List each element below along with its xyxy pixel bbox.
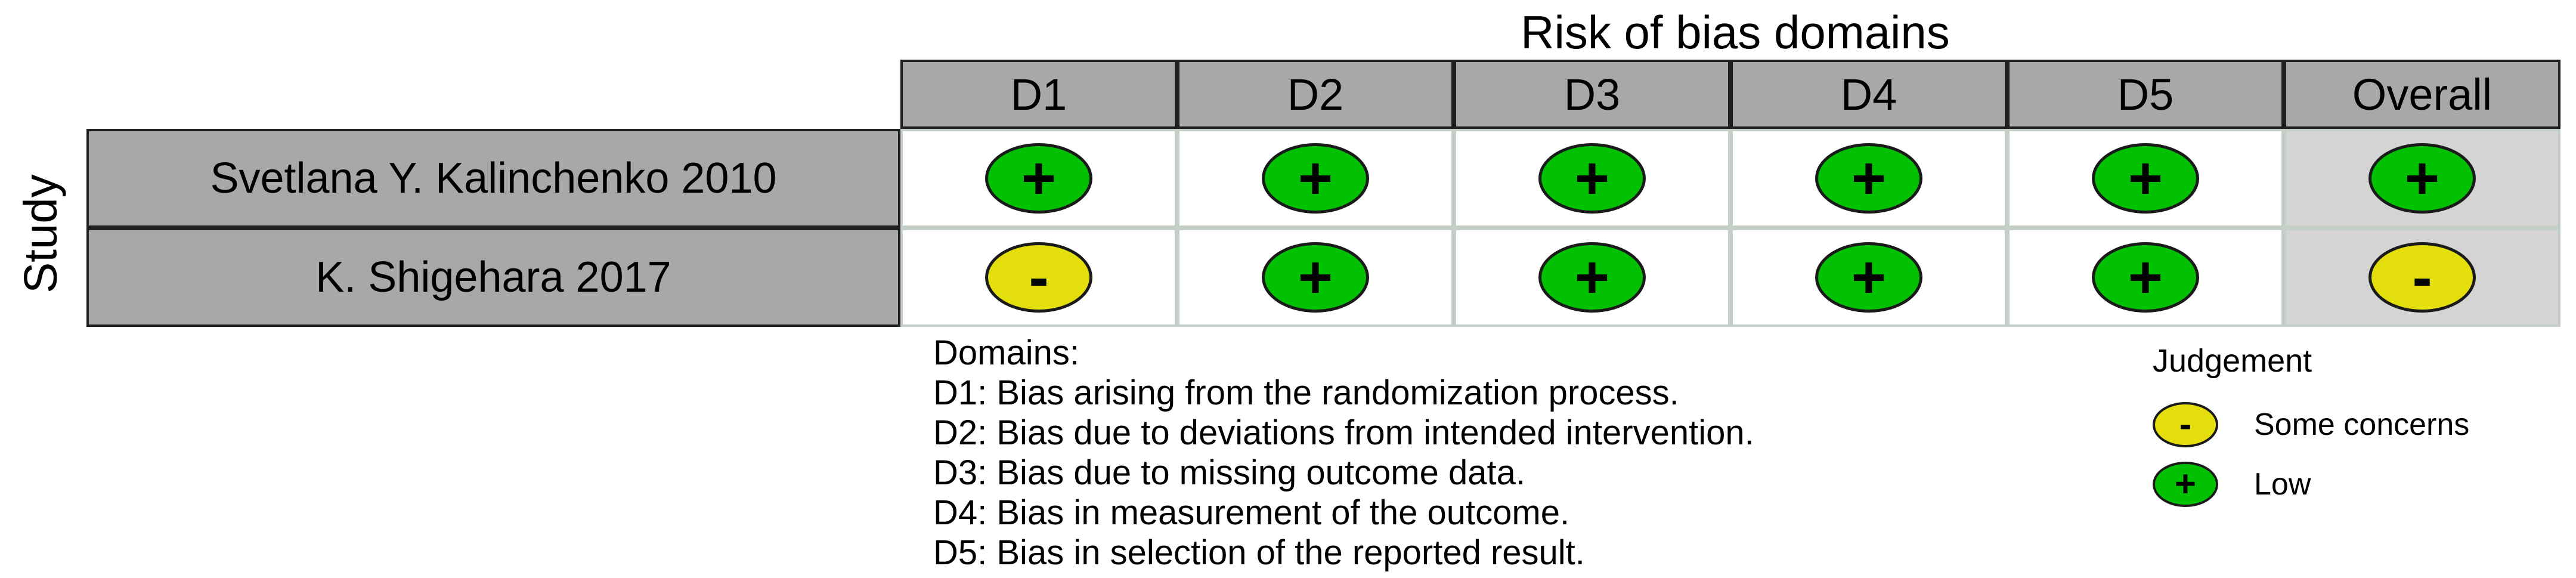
judgement-cell [900, 228, 1177, 327]
column-header-d4: D4 [1730, 60, 2007, 129]
chart-title: Risk of bias domains [1521, 6, 1950, 58]
legend-dot-some: - [2153, 402, 2218, 447]
judgement-dot-low: + [2092, 143, 2199, 214]
judgement-legend-item: - Some concerns [2153, 402, 2469, 447]
study-axis-text: Study [14, 174, 67, 293]
judgement-cell [1177, 129, 1454, 228]
judgement-dot-low: + [1538, 143, 1646, 214]
judgement-dot-some: - [985, 242, 1092, 313]
domain-legend-item: D5: Bias in selection of the reported re… [933, 533, 1585, 572]
domain-legend-item: D4: Bias in measurement of the outcome. [933, 493, 1570, 532]
judgement-dot-low: + [1815, 143, 1922, 214]
domains-legend-title: Domains: [933, 333, 1079, 372]
judgement-cell [1730, 129, 2007, 228]
judgement-dot-low: + [1262, 242, 1369, 313]
judgement-cell [900, 129, 1177, 228]
domain-legend-item: D2: Bias due to deviations from intended… [933, 413, 1754, 452]
study-axis-label: Study [11, 132, 70, 335]
domains-legend: Domains: D1: Bias arising from the rando… [933, 333, 1754, 573]
domain-legend-item: D3: Bias due to missing outcome data. [933, 453, 1525, 492]
judgement-dot-some: - [2368, 242, 2476, 313]
judgement-dot-low: + [985, 143, 1092, 214]
judgement-legend-item: + Low [2153, 462, 2311, 507]
judgement-legend-title: Judgement [2153, 343, 2312, 379]
column-header-d5: D5 [2007, 60, 2284, 129]
column-header-d1: D1 [900, 60, 1177, 129]
judgement-dot-low: + [2092, 242, 2199, 313]
judgement-cell [1177, 228, 1454, 327]
judgement-cell [2007, 228, 2284, 327]
judgement-cell [1454, 129, 1730, 228]
domain-legend-item: D1: Bias arising from the randomization … [933, 373, 1679, 412]
judgement-dot-low: + [2368, 143, 2476, 214]
judgement-cell [1730, 228, 2007, 327]
judgement-cell [2007, 129, 2284, 228]
judgement-legend: Judgement - Some concerns + Low [2153, 342, 2469, 507]
column-header-overall: Overall [2284, 60, 2560, 129]
column-header-d2: D2 [1177, 60, 1454, 129]
column-header-d3: D3 [1454, 60, 1730, 129]
legend-dot-low: + [2153, 462, 2218, 507]
judgement-dot-low: + [1815, 242, 1922, 313]
judgement-cell [1454, 228, 1730, 327]
study-label: Svetlana Y. Kalinchenko 2010 [86, 129, 900, 228]
legend-label: Low [2254, 467, 2311, 502]
judgement-dot-low: + [1538, 242, 1646, 313]
legend-label: Some concerns [2254, 407, 2470, 442]
study-label: K. Shigehara 2017 [86, 228, 900, 327]
judgement-dot-low: + [1262, 143, 1369, 214]
